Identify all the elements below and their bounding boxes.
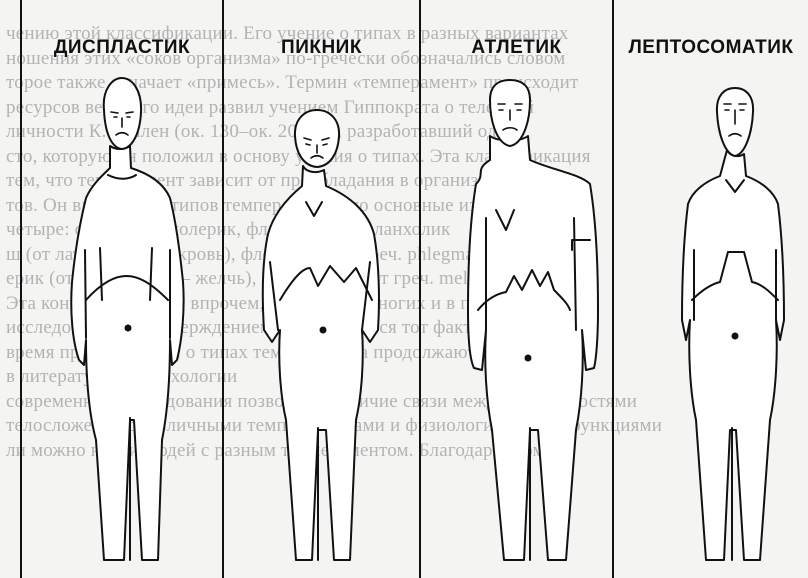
label-dysplastic: ДИСПЛАСТИК	[22, 37, 222, 59]
panel-dysplastic: ДИСПЛАСТИК	[22, 0, 222, 578]
label-leptosomatic: ЛЕПТОСОМАТИК	[614, 37, 808, 59]
label-pyknic: ПИКНИК	[224, 37, 419, 59]
label-athletic: АТЛЕТИК	[421, 37, 612, 59]
panel-pyknic: ПИКНИК	[224, 0, 419, 578]
panel-leptosomatic: ЛЕПТОСОМАТИК	[614, 0, 808, 578]
panel-athletic: АТЛЕТИК	[421, 0, 612, 578]
